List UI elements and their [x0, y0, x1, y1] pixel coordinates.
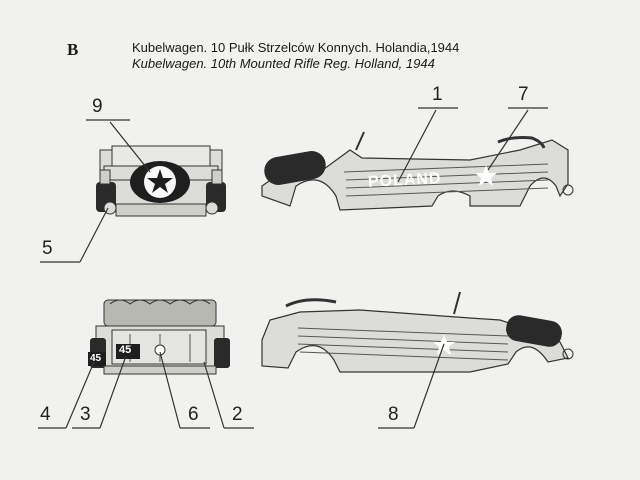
side-view-bottom	[261, 291, 574, 373]
side-view-top	[261, 131, 574, 211]
leader-lines	[38, 107, 548, 429]
callout-2: 2	[232, 404, 243, 425]
title-english: Kubelwagen. 10th Mounted Rifle Reg. Holl…	[132, 56, 435, 71]
title-polish: Kubelwagen. 10 Pułk Strzelców Konnych. H…	[132, 40, 460, 55]
callout-9: 9	[92, 96, 103, 117]
side-plate-number: 45	[90, 353, 102, 364]
callout-6: 6	[188, 404, 199, 425]
callout-7: 7	[518, 84, 529, 105]
section-letter: B	[67, 40, 79, 59]
front-view	[96, 145, 226, 217]
callout-4: 4	[40, 404, 51, 425]
spare-wheel-side	[264, 151, 326, 185]
callout-5: 5	[42, 238, 53, 259]
allied-star-front	[147, 169, 173, 193]
callout-8: 8	[388, 404, 399, 425]
rear-number-plate	[116, 344, 140, 359]
rear-plate-number: 45	[119, 344, 132, 356]
side-number-plate	[88, 352, 106, 366]
callout-1: 1	[432, 84, 443, 105]
rear-view	[88, 299, 230, 375]
allied-star-side-top	[475, 165, 497, 186]
poland-marking: POLAND	[367, 170, 442, 191]
callout-3: 3	[80, 404, 91, 425]
spare-wheel-side-bottom	[506, 315, 562, 347]
